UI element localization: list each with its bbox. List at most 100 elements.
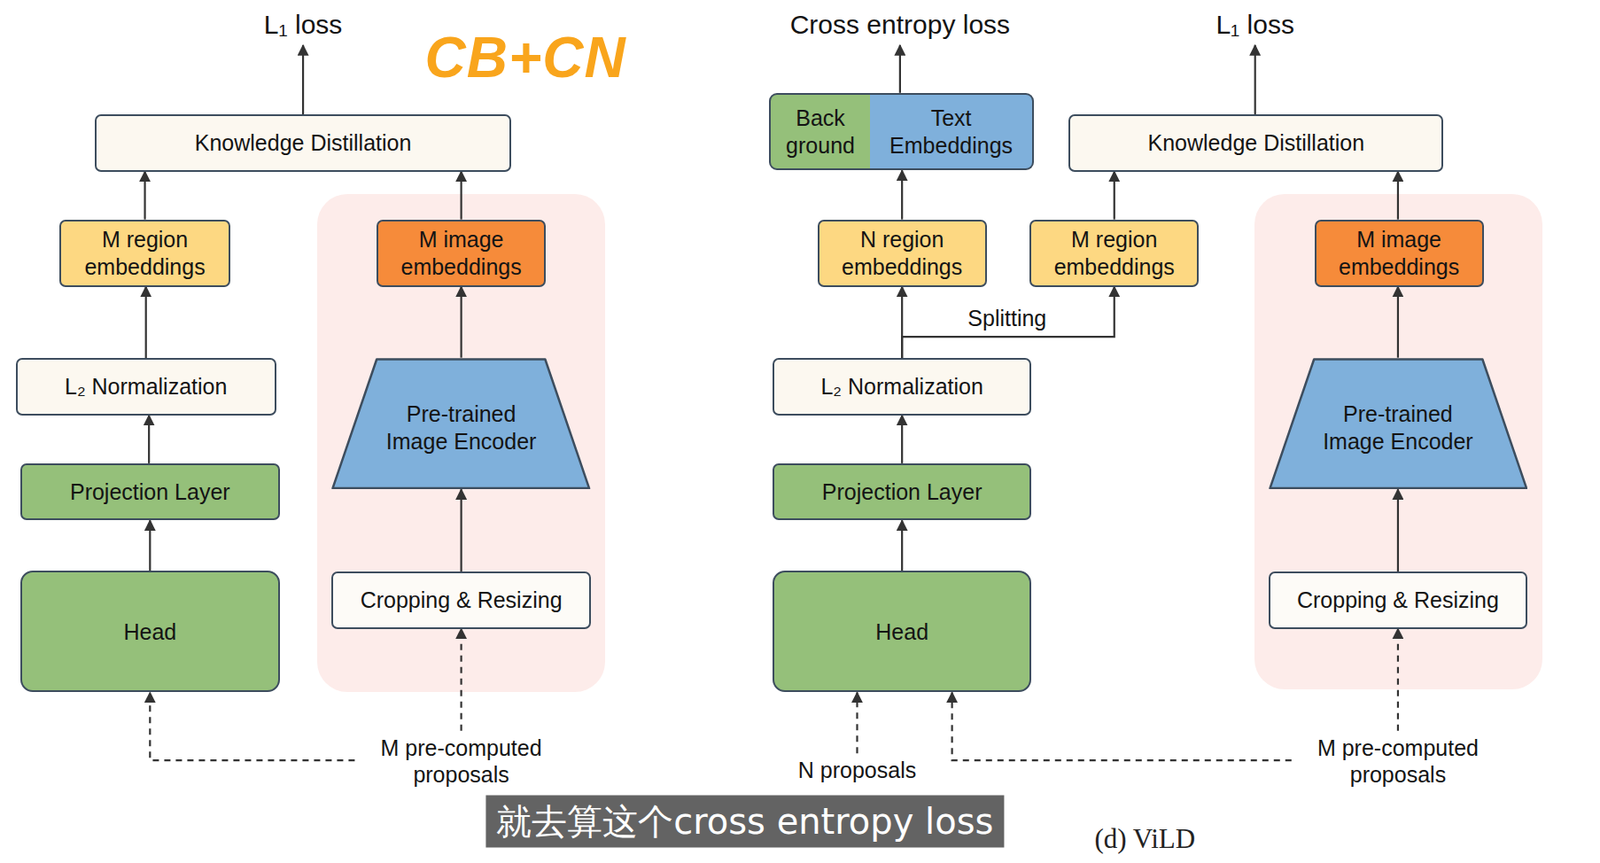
text-holder: L₂ Normalization bbox=[64, 372, 227, 401]
arrow-connector bbox=[460, 171, 463, 220]
text-holder: L₁ loss bbox=[1215, 8, 1295, 42]
node-text: Text Embeddings bbox=[880, 104, 1022, 159]
node-text: N region embeddings bbox=[828, 225, 976, 280]
teacher-region bbox=[1254, 194, 1543, 690]
text-holder: Back ground bbox=[780, 104, 861, 159]
dashed-arrow bbox=[1397, 629, 1399, 731]
node-text: M pre-computed proposals bbox=[1296, 734, 1500, 789]
node-text: M region embeddings bbox=[70, 225, 219, 280]
process-box: Head bbox=[20, 570, 280, 692]
arrow-connector bbox=[147, 415, 150, 464]
teacher-region bbox=[317, 194, 606, 692]
process-box: L₂ Normalization bbox=[772, 357, 1033, 416]
process-box: Head bbox=[772, 570, 1033, 692]
text-holder: Text Embeddings bbox=[880, 104, 1022, 159]
process-box: Text Embeddings bbox=[869, 93, 1034, 171]
arrow-connector bbox=[1397, 171, 1399, 220]
text-holder: Pre-trained Image Encoder bbox=[1314, 391, 1481, 455]
arrow-connector bbox=[901, 287, 1115, 359]
node-text: Pre-trained Image Encoder bbox=[378, 400, 544, 455]
process-box: Projection Layer bbox=[772, 463, 1033, 521]
text-holder: N proposals bbox=[798, 756, 917, 785]
arrow-connector bbox=[460, 489, 463, 572]
dashed-arrow bbox=[952, 691, 1292, 761]
text-holder: Cross entropy loss bbox=[790, 8, 1010, 42]
trapezoid-shape bbox=[333, 358, 591, 489]
node-text: Projection Layer bbox=[822, 478, 983, 506]
proposal-label: M pre-computed proposals bbox=[354, 730, 567, 793]
process-box: Knowledge Distillation bbox=[94, 114, 512, 172]
process-box: L₂ Normalization bbox=[15, 357, 277, 416]
arrow-connector bbox=[148, 520, 151, 571]
node-text: Head bbox=[875, 618, 929, 646]
arrow-connector bbox=[1397, 489, 1399, 572]
handwritten-note: CB+CN bbox=[425, 24, 627, 91]
proposal-label: M pre-computed proposals bbox=[1291, 730, 1505, 793]
process-box: M image embeddings bbox=[1314, 219, 1484, 288]
node-text: L₁ loss bbox=[1215, 8, 1295, 42]
encoder-trapezoid: Pre-trained Image Encoder bbox=[331, 357, 591, 490]
node-text: L₂ Normalization bbox=[820, 372, 983, 401]
process-box: N region embeddings bbox=[817, 219, 987, 288]
node-text: Projection Layer bbox=[69, 478, 231, 506]
arrow-connector bbox=[900, 415, 903, 464]
node-text: Back ground bbox=[780, 104, 861, 159]
text-holder: Cropping & Resizing bbox=[1297, 586, 1500, 614]
dashed-arrow bbox=[460, 629, 463, 731]
dashed-arrow bbox=[149, 691, 355, 761]
arrow-connector bbox=[1113, 171, 1116, 220]
node-text: M image embeddings bbox=[1325, 225, 1473, 280]
text-holder: Knowledge Distillation bbox=[1148, 129, 1366, 157]
text-holder: Pre-trained Image Encoder bbox=[378, 391, 544, 455]
text-holder: M region embeddings bbox=[1040, 225, 1189, 280]
text-holder: N region embeddings bbox=[828, 225, 976, 280]
node-text: Cross entropy loss bbox=[790, 8, 1010, 42]
node-text: Cropping & Resizing bbox=[360, 586, 563, 614]
text-holder: Knowledge Distillation bbox=[194, 129, 412, 157]
text-holder: M image embeddings bbox=[1325, 225, 1473, 280]
dashed-arrow bbox=[855, 691, 858, 754]
node-text: M region embeddings bbox=[1040, 225, 1189, 280]
process-box: Back ground bbox=[768, 93, 871, 171]
text-holder: L₂ Normalization bbox=[820, 372, 983, 401]
process-box: Cropping & Resizing bbox=[331, 571, 591, 630]
node-text: Cropping & Resizing bbox=[1297, 586, 1500, 614]
arrow-connector bbox=[460, 287, 463, 358]
node-text: M image embeddings bbox=[388, 225, 536, 280]
loss-label: L₁ loss bbox=[259, 5, 348, 46]
text-holder: Cropping & Resizing bbox=[360, 586, 563, 614]
video-subtitle: 就去算这个cross entropy loss bbox=[485, 795, 1004, 848]
text-holder: L₁ loss bbox=[264, 8, 343, 42]
arrow-connector bbox=[145, 287, 148, 359]
node-text: Head bbox=[123, 618, 177, 646]
text-holder: M pre-computed proposals bbox=[358, 734, 563, 789]
edge-label: Splitting bbox=[963, 305, 1050, 332]
proposal-label: N proposals bbox=[793, 753, 921, 788]
process-box: M region embeddings bbox=[59, 219, 230, 288]
node-text: L₁ loss bbox=[264, 8, 343, 42]
loss-label: Cross entropy loss bbox=[785, 5, 1015, 46]
arrow-connector bbox=[900, 520, 903, 571]
arrow-connector bbox=[143, 171, 146, 220]
text-holder: M image embeddings bbox=[388, 225, 536, 280]
text-holder: Projection Layer bbox=[822, 478, 983, 506]
text-holder: Head bbox=[875, 618, 929, 646]
text-holder: M region embeddings bbox=[70, 225, 219, 280]
node-text: L₂ Normalization bbox=[64, 372, 227, 401]
loss-label: L₁ loss bbox=[1211, 5, 1299, 46]
encoder-trapezoid: Pre-trained Image Encoder bbox=[1268, 357, 1529, 490]
process-box: M region embeddings bbox=[1029, 219, 1199, 288]
process-box: M image embeddings bbox=[376, 219, 546, 288]
process-box: Cropping & Resizing bbox=[1268, 571, 1529, 630]
figure-caption: (d) ViLD bbox=[1094, 823, 1196, 855]
node-text: Pre-trained Image Encoder bbox=[1314, 400, 1481, 455]
arrow-connector bbox=[302, 45, 304, 115]
arrow-connector bbox=[1254, 45, 1257, 115]
process-box: Projection Layer bbox=[20, 463, 280, 521]
trapezoid-shape bbox=[1269, 358, 1527, 489]
node-text: N proposals bbox=[798, 756, 917, 785]
text-holder: M pre-computed proposals bbox=[1296, 734, 1500, 789]
arrow-connector bbox=[900, 170, 903, 219]
process-box: Knowledge Distillation bbox=[1068, 114, 1444, 172]
